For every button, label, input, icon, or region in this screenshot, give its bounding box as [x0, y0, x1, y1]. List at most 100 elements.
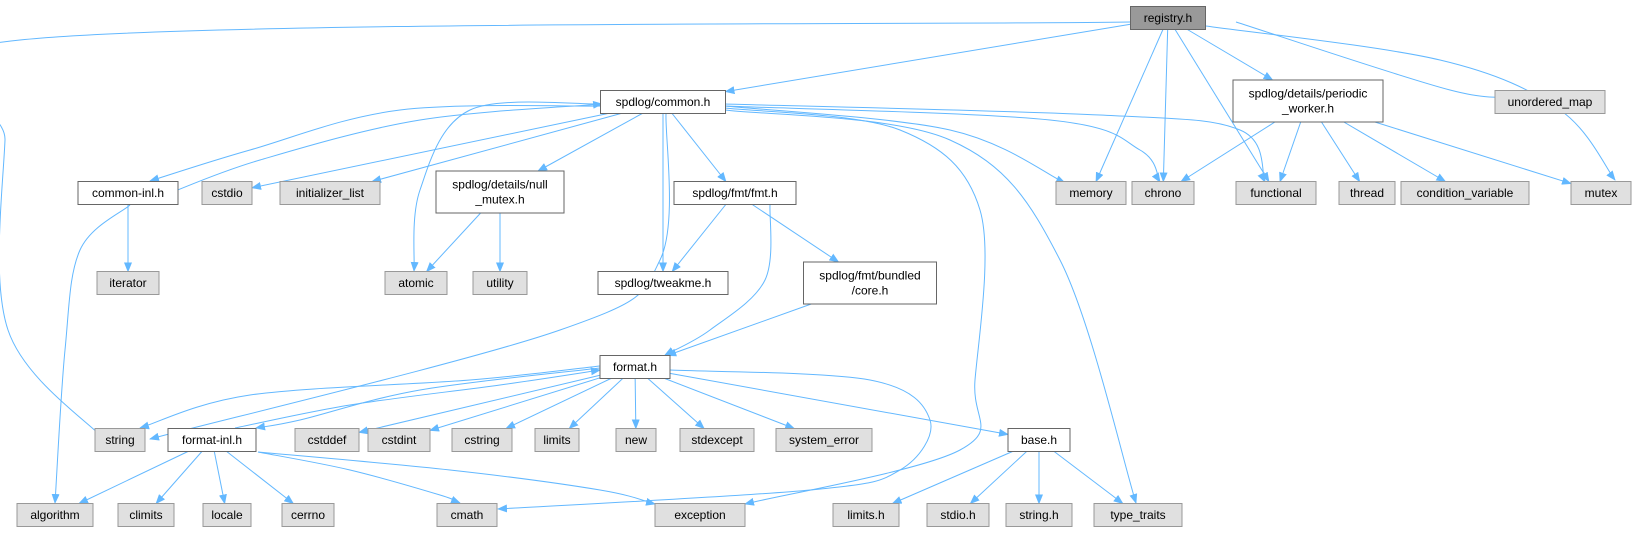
edge-format-to-format-inl	[255, 367, 601, 431]
edge-common-to-chrono	[724, 105, 1161, 183]
node-fmt-h[interactable]: spdlog/fmt/fmt.h	[673, 181, 797, 205]
node-atomic: atomic	[384, 271, 448, 295]
node-label: cstddef	[308, 433, 347, 447]
node-label: format-inl.h	[182, 433, 242, 447]
node-label: thread	[1350, 186, 1384, 200]
node-new: new	[615, 428, 657, 452]
node-box	[279, 181, 381, 205]
node-common-inl[interactable]: common-inl.h	[77, 181, 179, 205]
node-periodic-worker[interactable]: spdlog/details/periodic_worker.h	[1232, 79, 1384, 123]
edge-format-to-cstring	[505, 378, 612, 429]
edge-common-inl-to-algorithm	[51, 204, 131, 504]
node-label: registry.h	[1144, 11, 1192, 25]
node-label: atomic	[398, 276, 433, 290]
node-locale: locale	[202, 503, 252, 527]
edge-format-to-stdexcept	[647, 378, 705, 430]
node-box	[615, 428, 657, 452]
node-box	[77, 181, 179, 205]
node-label: mutex	[1585, 186, 1618, 200]
node-condition-variable: condition_variable	[1400, 181, 1530, 205]
node-box	[451, 428, 513, 452]
node-registry[interactable]: registry.h	[1130, 6, 1206, 30]
node-common[interactable]: spdlog/common.h	[600, 90, 726, 114]
node-label: limits	[543, 433, 570, 447]
node-box	[117, 503, 175, 527]
node-initializer-list: initializer_list	[279, 181, 381, 205]
edge-common-to-cstdio	[251, 113, 609, 190]
edge-registry-to-mutex	[1205, 25, 1616, 181]
node-label: spdlog/common.h	[616, 95, 711, 109]
node-box	[167, 428, 257, 452]
node-format[interactable]: format.h	[599, 355, 671, 379]
node-label: base.h	[1021, 433, 1057, 447]
node-label: locale	[211, 508, 243, 522]
edge-bundled-core-to-format	[666, 303, 812, 357]
edge-common-to-common-inl	[149, 105, 603, 183]
edge-common-to-exception	[724, 107, 986, 506]
node-label: memory	[1069, 186, 1112, 200]
node-label: spdlog/details/null	[452, 178, 547, 192]
node-null-mutex[interactable]: spdlog/details/null_mutex.h	[435, 170, 565, 214]
node-limits-h: limits.h	[832, 503, 900, 527]
node-tweakme[interactable]: spdlog/tweakme.h	[597, 271, 729, 295]
node-thread: thread	[1338, 181, 1396, 205]
node-box	[1494, 90, 1606, 114]
edge-format-inl-to-cmath	[257, 451, 461, 504]
edge-common-to-type-traits	[724, 109, 1138, 504]
node-box	[597, 271, 729, 295]
edge-common-to-initializer-list	[371, 113, 622, 183]
node-limits: limits	[534, 428, 580, 452]
node-label: _worker.h	[1281, 102, 1334, 116]
node-box	[1232, 79, 1384, 123]
node-label: unordered_map	[1508, 95, 1593, 109]
node-base[interactable]: base.h	[1007, 428, 1071, 452]
node-box	[534, 428, 580, 452]
edge-common-to-fmt-h	[671, 113, 727, 183]
node-box	[1131, 181, 1195, 205]
node-box	[926, 503, 990, 527]
edge-format-to-new	[631, 378, 640, 430]
node-box	[472, 271, 528, 295]
edge-format-to-cstddef	[358, 374, 601, 435]
edge-fmt-h-to-tweakme	[671, 204, 727, 273]
node-box	[775, 428, 873, 452]
node-label: /core.h	[852, 284, 889, 298]
edge-registry-to-memory	[1095, 29, 1164, 183]
node-label: chrono	[1145, 186, 1182, 200]
node-box	[281, 503, 335, 527]
node-format-inl[interactable]: format-inl.h	[167, 428, 257, 452]
edge-format-inl-to-cerrno	[226, 451, 295, 505]
node-cerrno: cerrno	[281, 503, 335, 527]
node-box	[673, 181, 797, 205]
file-nodes: registry.h spdlog/common.h spdlog/details/…	[16, 6, 1632, 527]
edge-format-to-system-error	[664, 378, 796, 429]
node-label: cstdio	[211, 186, 243, 200]
node-string-h: string.h	[1005, 503, 1073, 527]
edge-common-to-atomic	[410, 101, 603, 272]
edge-format-to-base	[669, 372, 1009, 437]
edge-format-to-string	[139, 365, 601, 430]
edge-format-to-cmath	[497, 369, 932, 513]
edge-common-to-memory	[724, 105, 1066, 184]
node-unordered-map: unordered_map	[1494, 90, 1606, 114]
node-box	[201, 181, 253, 205]
node-box	[1338, 181, 1396, 205]
node-bundled-core[interactable]: spdlog/fmt/bundled/core.h	[803, 261, 937, 305]
node-box	[1570, 181, 1632, 205]
node-label: cstring	[464, 433, 499, 447]
edge-base-to-stdio-h	[969, 451, 1027, 505]
node-box	[1093, 503, 1183, 527]
node-label: _mutex.h	[474, 193, 524, 207]
node-label: spdlog/tweakme.h	[615, 276, 712, 290]
node-box	[803, 261, 937, 305]
node-stdexcept: stdexcept	[679, 428, 755, 452]
edge-common-to-functional	[724, 103, 1266, 183]
edge-base-to-limits-h	[891, 451, 1013, 504]
node-label: cmath	[451, 508, 484, 522]
node-label: functional	[1250, 186, 1301, 200]
edge-registry-to-functional	[1174, 29, 1270, 183]
edge-fmt-h-to-format	[664, 204, 772, 356]
edge-format-to-cstdint	[429, 377, 601, 432]
node-label: spdlog/details/periodic	[1249, 87, 1368, 101]
node-label: climits	[129, 508, 162, 522]
